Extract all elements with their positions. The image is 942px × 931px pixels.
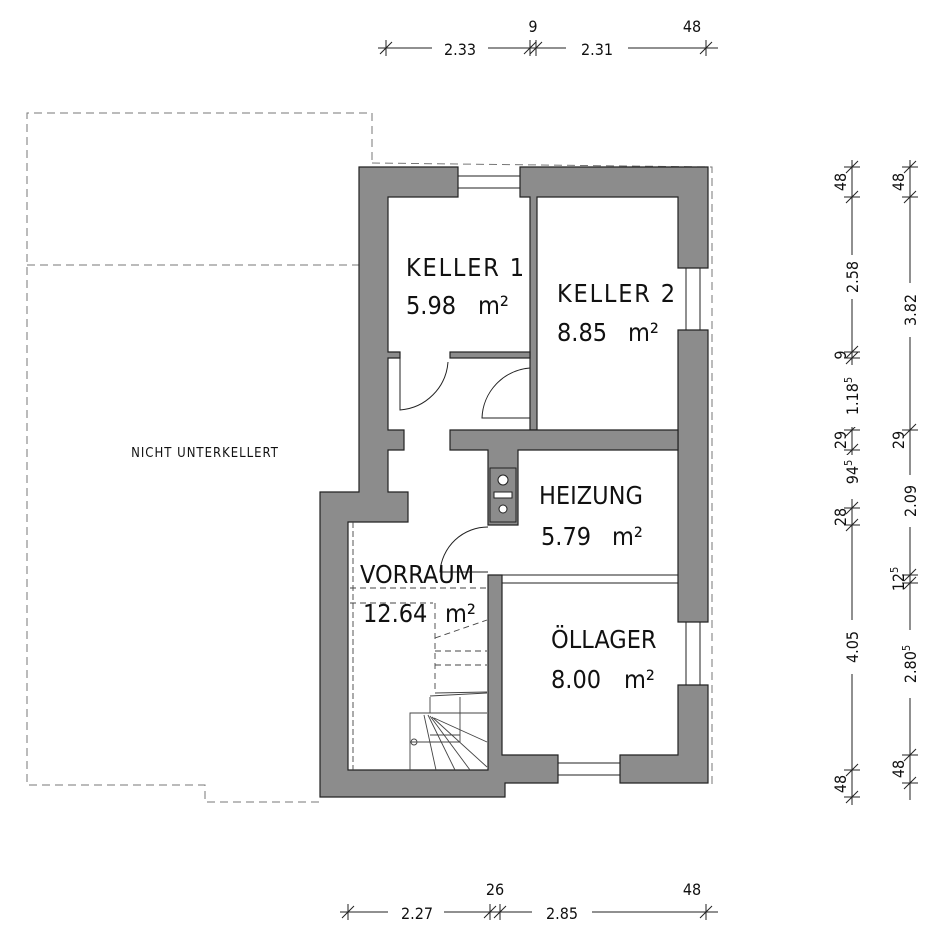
dim-label: 48 <box>831 775 850 793</box>
dim-label: 3.82 <box>901 294 920 326</box>
room-name: KELLER 2 <box>557 279 675 308</box>
room-name: HEIZUNG <box>539 481 643 510</box>
dimension-top: 2.33 9 2.31 48 <box>378 17 718 59</box>
dim-label: 945 <box>842 460 862 485</box>
dim-label: 48 <box>831 173 850 191</box>
room-unit: m² <box>624 665 655 694</box>
dim-label: 29 <box>831 431 850 449</box>
dim-label: 2.31 <box>581 40 613 59</box>
chimney <box>489 467 517 523</box>
dim-label: 4.05 <box>843 631 862 663</box>
dim-label: 2.85 <box>546 904 578 923</box>
room-area: 5.98 <box>406 291 456 320</box>
dim-label: 28 <box>831 508 850 526</box>
room-area: 8.85 <box>557 318 607 347</box>
dim-label: 1.185 <box>842 377 862 415</box>
room-name: ÖLLAGER <box>551 625 657 654</box>
dim-label: 48 <box>683 17 701 36</box>
room-unit: m² <box>628 318 659 347</box>
room-keller-2: KELLER 2 8.85 m² <box>557 279 675 347</box>
dimension-right-outer <box>900 160 920 800</box>
dim-label: 29 <box>889 431 908 449</box>
room-name: VORRAUM <box>360 560 474 589</box>
dimension-bottom: 2.27 26 2.85 48 <box>340 880 718 923</box>
room-oellager: ÖLLAGER 8.00 m² <box>551 625 657 694</box>
unexcavated-annex-outline <box>26 112 713 803</box>
dim-label: 9 <box>831 350 850 359</box>
room-vorraum: VORRAUM 12.64 m² <box>360 560 476 628</box>
room-heizung: HEIZUNG 5.79 m² <box>539 481 643 551</box>
annex-label: NICHT UNTERKELLERT <box>131 446 279 461</box>
dim-label: 2.33 <box>444 40 476 59</box>
room-area: 5.79 <box>541 522 591 551</box>
dim-label: 48 <box>889 173 908 191</box>
room-keller-1: KELLER 1 5.98 m² <box>406 253 524 320</box>
dim-label: 2.805 <box>900 645 920 683</box>
room-unit: m² <box>612 522 643 551</box>
room-area: 12.64 <box>363 599 427 628</box>
dim-label: 125 <box>888 567 908 592</box>
room-unit: m² <box>445 599 476 628</box>
dimension-right-inner <box>842 160 862 805</box>
dim-label: 26 <box>486 880 504 899</box>
room-name: KELLER 1 <box>406 253 524 282</box>
doors <box>399 358 531 573</box>
dim-label: 2.09 <box>901 485 920 517</box>
dim-label: 9 <box>528 17 537 36</box>
room-area: 8.00 <box>551 665 601 694</box>
dim-label: 2.27 <box>401 904 433 923</box>
dim-label: 2.58 <box>843 261 862 293</box>
dim-label: 48 <box>889 760 908 778</box>
windows <box>457 175 701 776</box>
dim-label: 48 <box>683 880 701 899</box>
staircase <box>350 522 488 771</box>
room-unit: m² <box>478 291 509 320</box>
